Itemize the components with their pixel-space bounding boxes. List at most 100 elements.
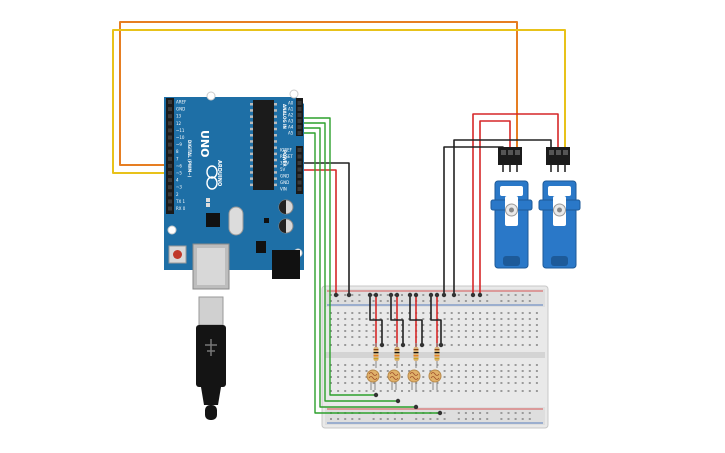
digital-pin[interactable] [168, 206, 172, 211]
ldr-2-ground-jumper[interactable] [390, 294, 404, 346]
digital-pin[interactable] [168, 114, 172, 119]
breadboard-hole [521, 418, 524, 420]
digital-pin[interactable] [168, 185, 172, 190]
servo-2-signal-wire[interactable] [112, 29, 566, 174]
resistor[interactable] [373, 343, 379, 368]
servo-horn[interactable] [500, 186, 523, 196]
power-pin[interactable] [297, 174, 302, 178]
resistor[interactable] [413, 343, 419, 368]
photoresistor[interactable] [407, 369, 421, 390]
breadboard-hole [351, 390, 354, 392]
digital-pin[interactable] [168, 156, 172, 161]
chip-pin [274, 127, 277, 131]
breadboard-hole [486, 418, 489, 420]
analog-pin[interactable] [297, 107, 302, 111]
dc-power-jack[interactable] [272, 250, 300, 279]
analog-a0-wire[interactable] [299, 117, 377, 396]
breadboard-hole [486, 330, 489, 332]
breadboard-hole [457, 344, 460, 346]
photoresistor[interactable] [387, 369, 401, 390]
analog-pin[interactable] [297, 125, 302, 129]
digital-pin-label: GND [176, 107, 185, 112]
breadboard-hole [464, 344, 467, 346]
servo-1[interactable] [490, 147, 533, 269]
ldr-4-ground-jumper[interactable] [430, 294, 442, 346]
reset-button-cap[interactable] [173, 250, 182, 259]
breadboard-hole [479, 364, 482, 366]
digital-pin[interactable] [168, 107, 172, 112]
breadboard-hole [330, 294, 332, 296]
servo-horn[interactable] [548, 186, 571, 196]
digital-pin[interactable] [168, 192, 172, 197]
power-header-label: POWER [282, 150, 287, 167]
servo-1-signal-wire[interactable] [119, 21, 518, 166]
digital-pin-label: ~3 [176, 185, 182, 190]
breadboard-hole [514, 418, 517, 420]
analog-a3-wire[interactable] [299, 132, 441, 414]
breadboard-hole [358, 294, 361, 296]
breadboard-hole [358, 300, 361, 302]
digital-pin[interactable] [168, 163, 172, 168]
breadboard-hole [422, 312, 425, 314]
analog-pin[interactable] [297, 131, 302, 135]
digital-pin[interactable] [168, 178, 172, 183]
digital-pin[interactable] [168, 100, 172, 104]
breadboard-hole [337, 418, 340, 420]
breadboard-hole [486, 390, 489, 392]
ground-wire[interactable] [299, 162, 350, 296]
breadboard-hole [330, 364, 332, 366]
breadboard-hole [337, 390, 340, 392]
power-pin[interactable] [297, 167, 302, 172]
analog-pin[interactable] [297, 113, 302, 117]
resistor-band [394, 355, 400, 357]
analog-a2-wire[interactable] [299, 127, 417, 408]
breadboard-hole [528, 324, 531, 326]
digital-pin[interactable] [168, 199, 172, 204]
power-5v-wire[interactable] [299, 169, 337, 296]
analog-pin[interactable] [297, 119, 302, 123]
breadboard-hole [514, 312, 517, 314]
digital-pin[interactable] [168, 135, 172, 140]
chip-pin [250, 109, 253, 112]
usb-cable[interactable] [196, 296, 226, 420]
digital-pin[interactable] [168, 121, 172, 126]
servo-2[interactable] [538, 147, 581, 269]
breadboard-hole [365, 370, 368, 372]
photoresistor[interactable] [366, 369, 380, 390]
servo-lead [550, 165, 566, 172]
breadboard-hole [472, 330, 474, 332]
digital-pin[interactable] [168, 171, 172, 175]
resistor[interactable] [394, 343, 400, 368]
digital-pin[interactable] [168, 142, 172, 147]
analog-pin-label: A3 [288, 119, 294, 124]
breadboard-hole [337, 344, 340, 346]
power-pin[interactable] [297, 154, 302, 159]
power-pin[interactable] [297, 180, 302, 185]
servo-2-ground-wire[interactable] [453, 139, 552, 296]
power-pin[interactable] [297, 161, 302, 165]
breadboard-hole [379, 418, 382, 420]
breadboard-hole [429, 382, 432, 384]
breadboard-hole [408, 318, 411, 320]
breadboard-hole [401, 418, 403, 420]
servo-1-power-wire[interactable] [479, 120, 511, 296]
digital-pin[interactable] [168, 128, 172, 133]
resistor[interactable] [434, 343, 440, 368]
breadboard-hole [479, 312, 482, 314]
breadboard-hole [351, 300, 354, 302]
servo-2-power-wire[interactable] [472, 113, 559, 296]
resistor-band [373, 355, 379, 357]
ldr-1-ground-jumper[interactable] [369, 294, 383, 346]
power-pin[interactable] [297, 187, 302, 191]
analog-pin[interactable] [297, 101, 302, 105]
breadboard-hole [507, 318, 510, 320]
power-pin[interactable] [297, 148, 302, 152]
digital-pin[interactable] [168, 149, 172, 154]
photoresistor[interactable] [428, 369, 442, 390]
capacitor-stripe [279, 219, 286, 233]
breadboard-hole [337, 370, 340, 372]
analog-a1-wire[interactable] [299, 122, 399, 402]
ldr-3-ground-jumper[interactable] [409, 294, 423, 346]
breadboard-hole [472, 312, 474, 314]
